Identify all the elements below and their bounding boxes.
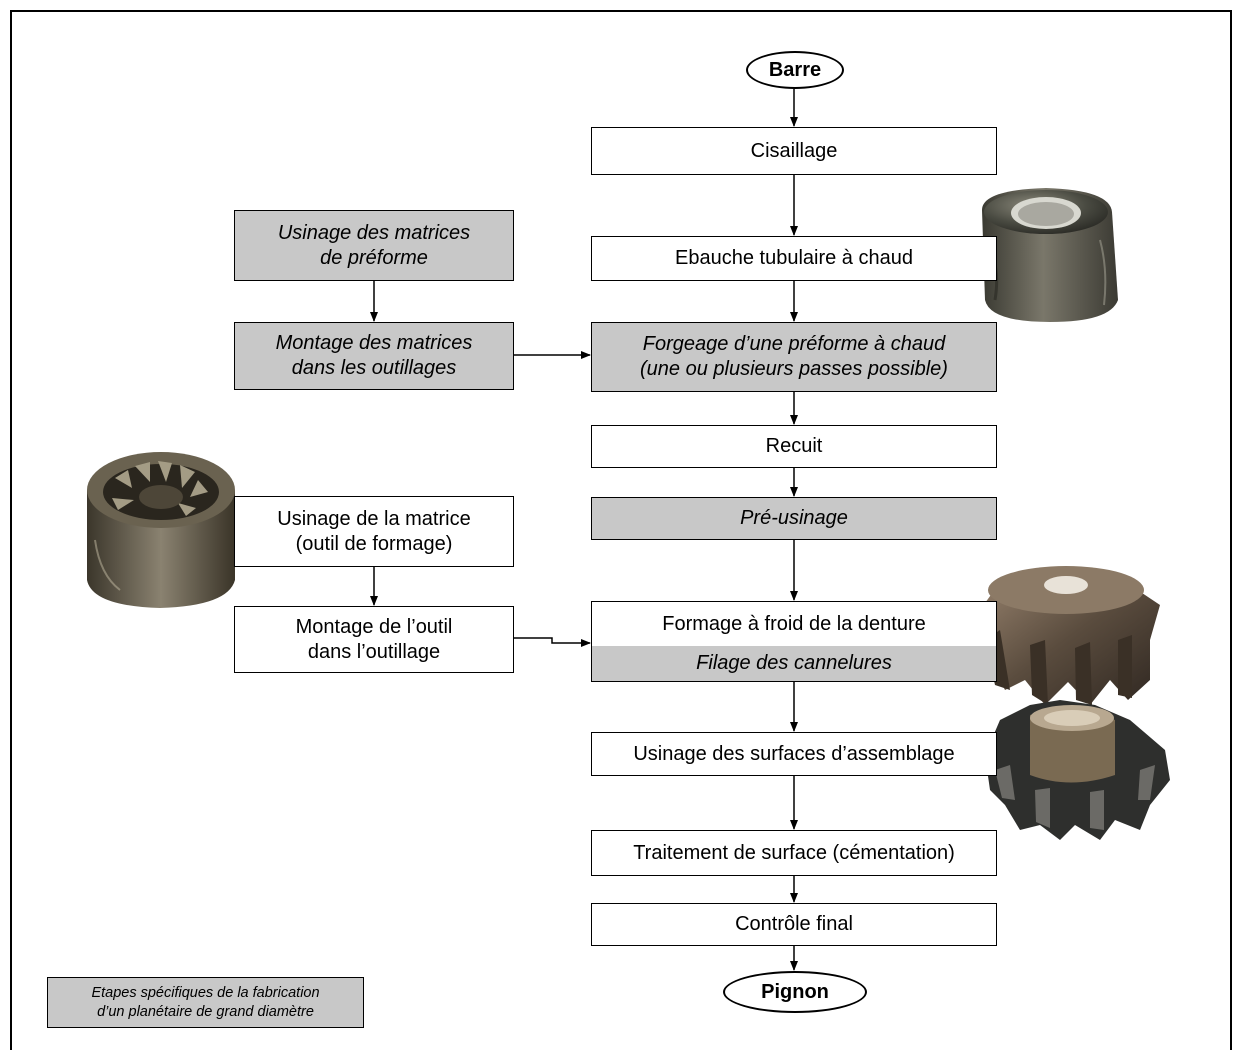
step-recuit-label: Recuit — [765, 435, 823, 457]
step-usinage-surfaces: Usinage des surfaces d’assemblage — [591, 732, 997, 776]
step-formage-filage: Formage à froid de la denture Filage des… — [591, 601, 997, 682]
step-traitement-label: Traitement de surface (cémentation) — [633, 841, 955, 864]
step-montage-outil-line1: Montage de l’outil — [295, 615, 453, 638]
figure-frame — [10, 10, 1232, 1050]
legend-line1: Etapes spécifiques de la fabrication — [91, 984, 320, 1001]
step-pre-usinage-label: Pré-usinage — [740, 507, 848, 529]
arrow-montage-formage — [514, 637, 591, 647]
step-filage-label: Filage des cannelures — [592, 646, 996, 681]
step-ebauche: Ebauche tubulaire à chaud — [591, 236, 997, 281]
step-cisaillage-label: Cisaillage — [750, 139, 838, 162]
step-usinage-matrice: Usinage de la matrice (outil de formage) — [234, 496, 514, 567]
step-usinage-matrices-line2: de préforme — [320, 246, 428, 269]
step-usinage-matrice-line2: (outil de formage) — [295, 532, 453, 555]
step-usinage-matrice-line1: Usinage de la matrice — [277, 507, 471, 530]
step-montage-outil-line2: dans l’outillage — [307, 640, 441, 663]
finished-pinion-photo — [985, 700, 1170, 840]
tubular-blank-photo — [982, 188, 1118, 322]
step-forgeage-line1: Forgeage d’une préforme à chaud — [642, 333, 946, 355]
step-usinage-matrices-line1: Usinage des matrices — [277, 221, 471, 244]
step-cisaillage: Cisaillage — [591, 127, 997, 175]
step-forgeage-line2: (une ou plusieurs passes possible) — [640, 358, 948, 380]
step-montage-outil: Montage de l’outil dans l’outillage — [234, 606, 514, 673]
step-traitement: Traitement de surface (cémentation) — [591, 830, 997, 876]
step-formage-label: Formage à froid de la denture — [662, 612, 926, 635]
formed-gear-photo — [978, 566, 1160, 705]
step-montage-matrices: Montage des matrices dans les outillages — [234, 322, 514, 390]
forming-die-photo — [87, 452, 235, 608]
side-flow-arrows — [370, 281, 591, 647]
step-ebauche-label: Ebauche tubulaire à chaud — [675, 247, 913, 269]
step-usinage-matrices: Usinage des matrices de préforme — [234, 210, 514, 281]
start-terminal-barre: Barre — [746, 51, 844, 89]
step-recuit: Recuit — [591, 425, 997, 468]
step-montage-matrices-line2: dans les outillages — [291, 357, 457, 379]
legend-line2: d’un planétaire de grand diamètre — [97, 1003, 314, 1020]
step-pre-usinage: Pré-usinage — [591, 497, 997, 540]
step-montage-matrices-line1: Montage des matrices — [275, 332, 473, 354]
step-usinage-surfaces-label: Usinage des surfaces d’assemblage — [633, 742, 955, 765]
step-forgeage: Forgeage d’une préforme à chaud (une ou … — [591, 322, 997, 392]
step-controle: Contrôle final — [591, 903, 997, 946]
end-terminal-pignon: Pignon — [723, 971, 867, 1013]
legend-specific-steps: Etapes spécifiques de la fabrication d’u… — [47, 977, 364, 1028]
step-controle-label: Contrôle final — [735, 913, 853, 935]
